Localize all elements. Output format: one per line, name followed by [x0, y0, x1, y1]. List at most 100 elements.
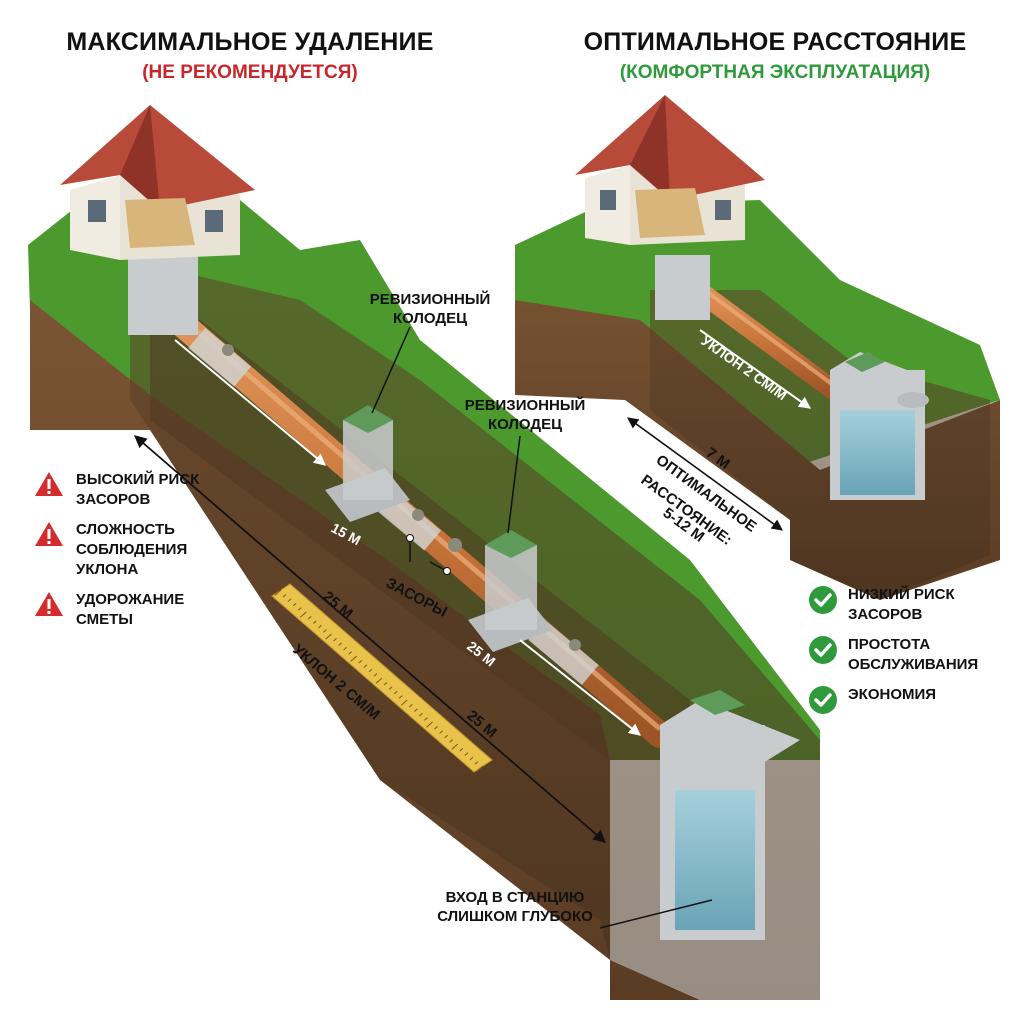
ruler-tick	[451, 743, 459, 750]
station-lid	[845, 352, 885, 372]
ruler-tick	[449, 739, 454, 743]
benefit-item: НИЗКИЙ РИСК ЗАСОРОВ	[808, 585, 978, 625]
house-window	[88, 200, 106, 222]
septic-station-left	[660, 690, 800, 940]
leader-line-manhole-2	[507, 435, 521, 534]
ruler-tick	[313, 620, 317, 624]
ruler-tick	[368, 668, 373, 673]
sewer-pipe-right	[685, 278, 850, 405]
inlet-too-deep-label: ВХОД В СТАНЦИЮ СЛИШКОМ ГЛУБОКО	[437, 889, 593, 925]
ruler-tick	[373, 673, 378, 677]
house-interior	[125, 198, 195, 248]
ruler-tick	[274, 589, 282, 596]
house-roof-shade	[120, 105, 160, 210]
house-roof	[60, 105, 255, 210]
dimension-arrow-total	[134, 435, 606, 843]
ruler-tick	[299, 611, 307, 618]
station-riser	[897, 392, 929, 408]
ruler-tick	[459, 748, 464, 752]
house-window	[600, 190, 616, 210]
house-left	[60, 105, 255, 335]
right-subtitle: (КОМФОРТНАЯ ЭКСПЛУАТАЦИЯ)	[619, 62, 931, 83]
ruler-tick	[393, 690, 398, 695]
warning-icon	[35, 522, 63, 546]
house-interior	[635, 188, 705, 238]
left-diagram	[28, 105, 820, 1000]
ruler-tick	[464, 752, 469, 756]
leader-line-manhole-1	[371, 326, 411, 414]
ruler-tick	[383, 682, 388, 686]
ruler-tick	[323, 629, 327, 633]
ruler-tick	[419, 712, 423, 717]
debris	[448, 538, 462, 552]
risk-text: ВЫСОКИЙ РИСК ЗАСОРОВ	[76, 471, 200, 508]
ruler-tick	[414, 708, 418, 712]
ruler-tick	[292, 602, 297, 607]
station-water	[840, 410, 915, 495]
benefit-list: НИЗКИЙ РИСК ЗАСОРОВ ПРОСТОТА ОБСЛУЖИВАНИ…	[808, 585, 978, 725]
house-window	[205, 210, 223, 232]
ruler-tick	[469, 756, 474, 761]
ruler-tick	[358, 660, 363, 664]
house-right	[575, 95, 765, 320]
septic-station-right	[830, 352, 942, 500]
check-icon	[809, 636, 837, 664]
risk-item: СЛОЖНОСТЬ СОБЛЮДЕНИЯ УКЛОНА	[34, 520, 199, 580]
risk-item: УДОРОЖАНИЕ СМЕТЫ	[34, 590, 199, 630]
station-water	[675, 790, 755, 930]
warning-icon	[35, 592, 63, 616]
ruler-tick	[325, 633, 332, 640]
ruler-tick	[434, 726, 438, 730]
ruler-tick	[348, 651, 353, 655]
manhole-label-2: РЕВИЗИОННЫЙ КОЛОДЕЦ	[464, 397, 586, 433]
debris	[222, 344, 234, 356]
risk-text: СЛОЖНОСТЬ СОБЛЮДЕНИЯ УКЛОНА	[76, 521, 188, 578]
ruler-tick	[318, 624, 322, 629]
ruler-tick	[388, 686, 393, 690]
benefit-item: ПРОСТОТА ОБСЛУЖИВАНИЯ	[808, 635, 978, 675]
debris	[569, 639, 581, 651]
right-title: ОПТИМАЛЬНОЕ РАССТОЯНИЕ	[583, 28, 967, 56]
leader-line-inlet	[599, 899, 713, 929]
benefit-text: ЭКОНОМИЯ	[848, 686, 937, 703]
house-foundation	[128, 255, 198, 335]
warning-icon	[35, 472, 63, 496]
risk-text: УДОРОЖАНИЕ СМЕТЫ	[76, 591, 185, 628]
right-diagram	[515, 95, 1000, 600]
ruler-tick	[297, 607, 302, 611]
house-window	[715, 200, 731, 220]
clog-section-1	[188, 328, 251, 387]
manhole-lid	[343, 405, 393, 433]
debris	[412, 509, 424, 521]
clog-marker	[443, 567, 451, 575]
ruler-tick	[476, 765, 484, 772]
risk-list: ВЫСОКИЙ РИСК ЗАСОРОВ СЛОЖНОСТЬ СОБЛЮДЕНИ…	[34, 470, 199, 640]
flow-arrow	[699, 329, 811, 409]
house-roof	[575, 95, 765, 200]
left-title: МАКСИМАЛЬНОЕ УДАЛЕНИЕ	[66, 28, 434, 56]
ruler-tick	[363, 664, 368, 668]
ruler-tick	[398, 695, 403, 699]
benefit-text: ПРОСТОТА ОБСЛУЖИВАНИЯ	[848, 636, 979, 673]
ruler-tick	[426, 721, 433, 728]
ruler-tick	[287, 598, 292, 602]
ruler-tick	[307, 616, 312, 620]
check-icon	[809, 586, 837, 614]
manhole-label-1: РЕВИЗИОННЫЙ КОЛОДЕЦ	[369, 291, 491, 327]
clog-marker	[406, 534, 414, 542]
ruler-tick	[375, 677, 383, 684]
risk-item: ВЫСОКИЙ РИСК ЗАСОРОВ	[34, 470, 199, 510]
house-foundation	[655, 255, 710, 320]
pipe-highlight-right	[693, 281, 842, 392]
left-subtitle: (НЕ РЕКОМЕНДУЕТСЯ)	[142, 62, 358, 83]
house-roof-shade	[630, 95, 670, 200]
ruler-tick	[474, 761, 479, 765]
ruler-tick	[439, 730, 443, 734]
dimension-arrow-7m	[627, 417, 783, 531]
ruler-tick	[444, 734, 448, 739]
soil-shadow-right	[650, 290, 990, 600]
check-icon	[809, 686, 837, 714]
benefit-item: ЭКОНОМИЯ	[808, 685, 978, 715]
